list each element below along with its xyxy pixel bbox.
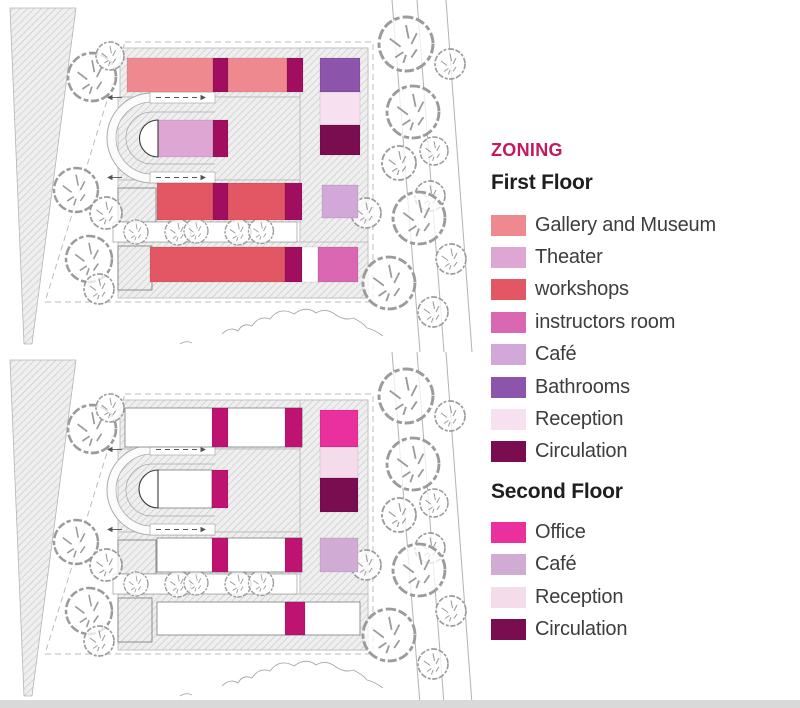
legend-item-reception: Reception [491,403,791,435]
second-floor-title: Second Floor [491,480,623,504]
bathrooms-swatch [491,376,526,398]
reception-swatch [491,409,526,431]
zone-circulation-strip [212,119,229,158]
circulation-swatch [491,441,526,463]
bottom-edge-strip [0,700,800,708]
zone-workshops-2 [227,182,286,221]
zoning-legend: ZONING First Floor Gallery and Museum Th… [491,140,791,646]
legend-item-reception-second: Reception [491,581,791,613]
zone-instructors-room [317,246,359,283]
zone-reception [319,446,359,479]
zone-circulation [319,477,359,513]
legend-item-circulation-second: Circulation [491,613,791,645]
legend-item-office: Office [491,516,791,548]
theater-swatch [491,247,526,269]
legend-item-gallery: Gallery and Museum [491,209,791,241]
zone-cafe [321,184,359,219]
zone-circulation-strip [211,407,229,448]
zone-workshops-1 [156,182,214,221]
zone-circulation-strip [211,537,229,573]
legend-item-theater: Theater [491,241,791,273]
circulation-swatch [491,618,526,640]
zone-circulation-strip [286,57,304,93]
office-swatch [491,521,526,543]
zone-gallery-2 [227,57,288,93]
legend-item-cafe: Café [491,339,791,371]
zone-office [319,409,359,448]
zone-circulation-strip [212,57,229,93]
legend-item-instructors-room: instructors room [491,306,791,338]
room [156,537,303,573]
site-plans-svg [0,0,480,708]
room [157,469,213,509]
zone-cafe [319,537,359,573]
zone-circulation-strip [284,407,303,448]
legend-item-cafe-second: Café [491,549,791,581]
instructors-room-swatch [491,311,526,333]
theater-arch [138,469,159,509]
zone-circulation-strip [284,246,303,283]
zone-circulation-strip [212,182,229,221]
white-gap [301,246,319,283]
zone-reception [319,91,361,126]
gallery-swatch [491,214,526,236]
legend-item-bathrooms: Bathrooms [491,371,791,403]
zone-circulation [319,124,361,156]
legend-item-workshops: workshops [491,274,791,306]
room [156,601,361,636]
first-floor-plan [10,0,472,352]
first-floor-title: First Floor [491,171,593,194]
zone-circulation-strip [284,601,306,636]
zone-theater [157,119,214,158]
cafe-swatch [491,554,526,576]
zone-gallery-1 [126,57,214,93]
legend-item-circulation: Circulation [491,436,791,468]
workshops-swatch [491,279,526,301]
zone-bathrooms [319,57,361,93]
zone-circulation-strip [284,537,303,573]
zone-circulation-strip [211,469,229,509]
legend-heading: ZONING [491,140,563,160]
zone-workshops-3 [149,246,286,283]
reception-swatch [491,586,526,608]
cafe-swatch [491,344,526,366]
zone-circulation-strip [284,182,303,221]
theater-arch [139,119,159,158]
second-floor-plan [10,352,472,704]
